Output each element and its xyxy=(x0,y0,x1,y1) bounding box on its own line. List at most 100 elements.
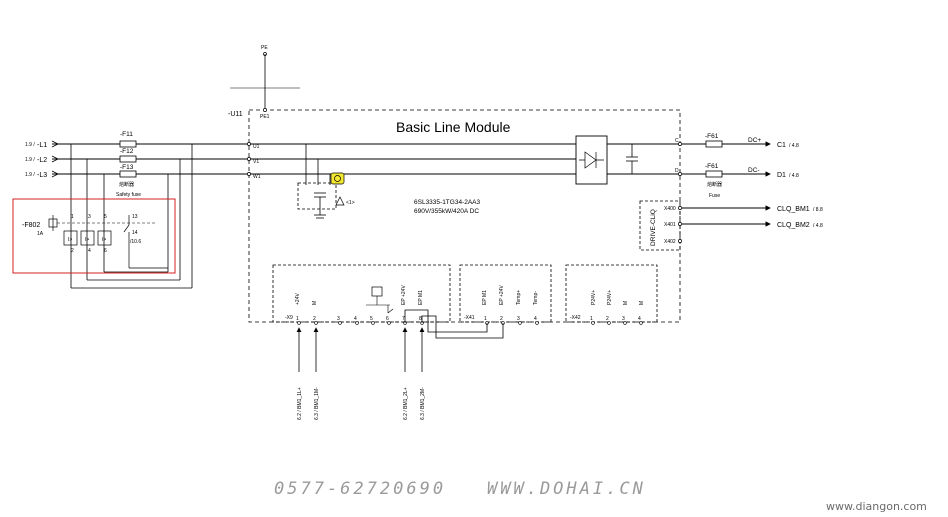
svg-text:1: 1 xyxy=(296,316,299,322)
svg-text:1: 1 xyxy=(71,214,74,220)
surge-filter xyxy=(297,144,337,219)
svg-text:2: 2 xyxy=(313,316,316,322)
svg-text:M: M xyxy=(639,301,645,305)
svg-text:1.9 /: 1.9 / xyxy=(25,157,35,163)
svg-text:5: 5 xyxy=(104,214,107,220)
svg-text:DC+: DC+ xyxy=(748,137,761,144)
watermark-site2: www.diangon.com xyxy=(826,500,927,513)
svg-text:-L2: -L2 xyxy=(37,157,47,164)
terminal-u1: U1 xyxy=(253,144,260,150)
svg-text:/ 4.8: / 4.8 xyxy=(789,143,799,149)
svg-text:2: 2 xyxy=(71,248,74,254)
svg-text:1.9 /: 1.9 / xyxy=(25,172,35,178)
fuse-f11: -F11 xyxy=(119,131,137,148)
svg-text:EP +24V: EP +24V xyxy=(401,285,407,305)
svg-text:D: D xyxy=(675,168,679,174)
ep-jumper xyxy=(404,309,504,339)
fuse-note2-cn: 熔断器 xyxy=(707,181,722,188)
svg-text:EP M1: EP M1 xyxy=(482,290,488,305)
svg-text:13: 13 xyxy=(132,214,138,220)
svg-text:CLQ_BM2: CLQ_BM2 xyxy=(777,222,810,229)
svg-text:1A: 1A xyxy=(37,231,44,237)
svg-text:/10.6: /10.6 xyxy=(130,239,141,245)
pe-top-label: PE xyxy=(261,45,268,51)
svg-text:4: 4 xyxy=(534,316,537,322)
svg-text:3: 3 xyxy=(88,214,91,220)
watermark-site: WWW.DOHAI.CN xyxy=(487,479,646,499)
svg-text:-L1: -L1 xyxy=(37,142,47,149)
svg-text:3: 3 xyxy=(517,316,520,322)
fuse-note-cn: 熔断器 xyxy=(119,181,134,188)
svg-text:-F802: -F802 xyxy=(22,222,40,229)
svg-text:I>: I> xyxy=(102,237,106,243)
svg-text:-F11: -F11 xyxy=(120,131,133,138)
note-icon xyxy=(330,172,345,185)
svg-text:-F61: -F61 xyxy=(705,133,719,140)
pe-terminal-label: PE1 xyxy=(260,114,270,120)
svg-text:7: 7 xyxy=(402,316,405,322)
svg-text:C1: C1 xyxy=(777,142,786,149)
signal-bm1-2l: 6.2 / BM1_2L+ xyxy=(403,387,409,420)
fuse-note-en: Safety fuse xyxy=(116,192,141,198)
terminal-x42: -X42 P24V+ P24V+ M M 1 2 3 4 xyxy=(565,264,658,323)
input-l3: 1.9 / -L3 xyxy=(25,170,640,179)
terminal-w1: W1 xyxy=(253,174,261,180)
svg-text:-X9: -X9 xyxy=(285,315,293,321)
svg-text:Temp+: Temp+ xyxy=(516,290,522,305)
warning-icon xyxy=(335,196,345,206)
fuse-f13: -F13 xyxy=(119,164,137,178)
svg-text:D1: D1 xyxy=(777,172,786,179)
svg-text:2: 2 xyxy=(500,316,503,322)
svg-text:P24V+: P24V+ xyxy=(591,290,597,305)
signal-bm1-1l: 6.2 / BM1_1L+ xyxy=(297,387,303,420)
module-rating: 690V/355kW/420A DC xyxy=(414,208,479,215)
svg-text:-X42: -X42 xyxy=(570,315,581,321)
svg-text:EP +24V: EP +24V xyxy=(499,285,505,305)
svg-text:1: 1 xyxy=(590,316,593,322)
breaker-f802: -F802 1A I> I> I> 1 3 5 13 2 4 6 14 /10.… xyxy=(22,214,168,269)
svg-text:M: M xyxy=(623,301,629,305)
module-ref: -U11 xyxy=(228,111,243,118)
svg-text:4: 4 xyxy=(354,316,357,322)
terminal-x9: -X9 +24V M EP +24V EP M1 1 2 3 4 5 6 7 8 xyxy=(272,264,451,323)
svg-text:I>: I> xyxy=(68,237,72,243)
svg-text:8: 8 xyxy=(419,316,422,322)
terminal-x41: -X41 EP M1 EP +24V Temp+ Temp- 1 2 3 4 xyxy=(459,264,552,323)
svg-text:Temp-: Temp- xyxy=(533,291,539,305)
svg-text:14: 14 xyxy=(132,230,138,236)
module-title: Basic Line Module xyxy=(396,119,511,135)
svg-text:4: 4 xyxy=(88,248,91,254)
input-l1: 1.9 / -L1 xyxy=(25,140,640,149)
dc-output-plus: C -F61 DC+ C1 / 4.8 xyxy=(675,133,799,149)
svg-text:DC-: DC- xyxy=(748,167,760,174)
svg-text:/ 8.8: / 8.8 xyxy=(813,207,823,213)
svg-text:4: 4 xyxy=(638,316,641,322)
svg-text:X401: X401 xyxy=(664,222,676,228)
watermark-phone: 0577-62720690 xyxy=(274,479,446,499)
svg-text:-X41: -X41 xyxy=(464,315,475,321)
module-note: <1> xyxy=(346,200,355,206)
rectifier-block xyxy=(575,135,680,185)
svg-text:CLQ_BM1: CLQ_BM1 xyxy=(777,206,810,213)
svg-text:I>: I> xyxy=(85,237,89,243)
svg-text:3: 3 xyxy=(622,316,625,322)
svg-text:+24V: +24V xyxy=(295,293,301,305)
svg-text:-F13: -F13 xyxy=(120,164,134,171)
svg-text:/ 4.8: / 4.8 xyxy=(789,173,799,179)
dc-output-minus: D -F61 DC- D1 / 4.8 xyxy=(675,163,799,179)
drive-cliq-block: DRIVE-CLiQ X400 X401 X402 CLQ_BM1 / 8.8 … xyxy=(639,200,823,251)
input-l2: 1.9 / -L2 xyxy=(25,155,576,164)
svg-text:M: M xyxy=(312,301,318,305)
svg-text:1.9 /: 1.9 / xyxy=(25,142,35,148)
svg-text:1: 1 xyxy=(484,316,487,322)
signal-bm1-2m: 6.3 / BM1_2M- xyxy=(420,387,426,420)
fuse-f12: -F12 xyxy=(119,148,137,163)
svg-text:-F12: -F12 xyxy=(120,148,134,155)
svg-text:P24V+: P24V+ xyxy=(607,290,613,305)
svg-text:5: 5 xyxy=(370,316,373,322)
svg-text:X400: X400 xyxy=(664,206,676,212)
terminal-v1: V1 xyxy=(253,159,259,165)
breaker-highlight xyxy=(12,198,176,274)
svg-text:-F61: -F61 xyxy=(705,163,719,170)
